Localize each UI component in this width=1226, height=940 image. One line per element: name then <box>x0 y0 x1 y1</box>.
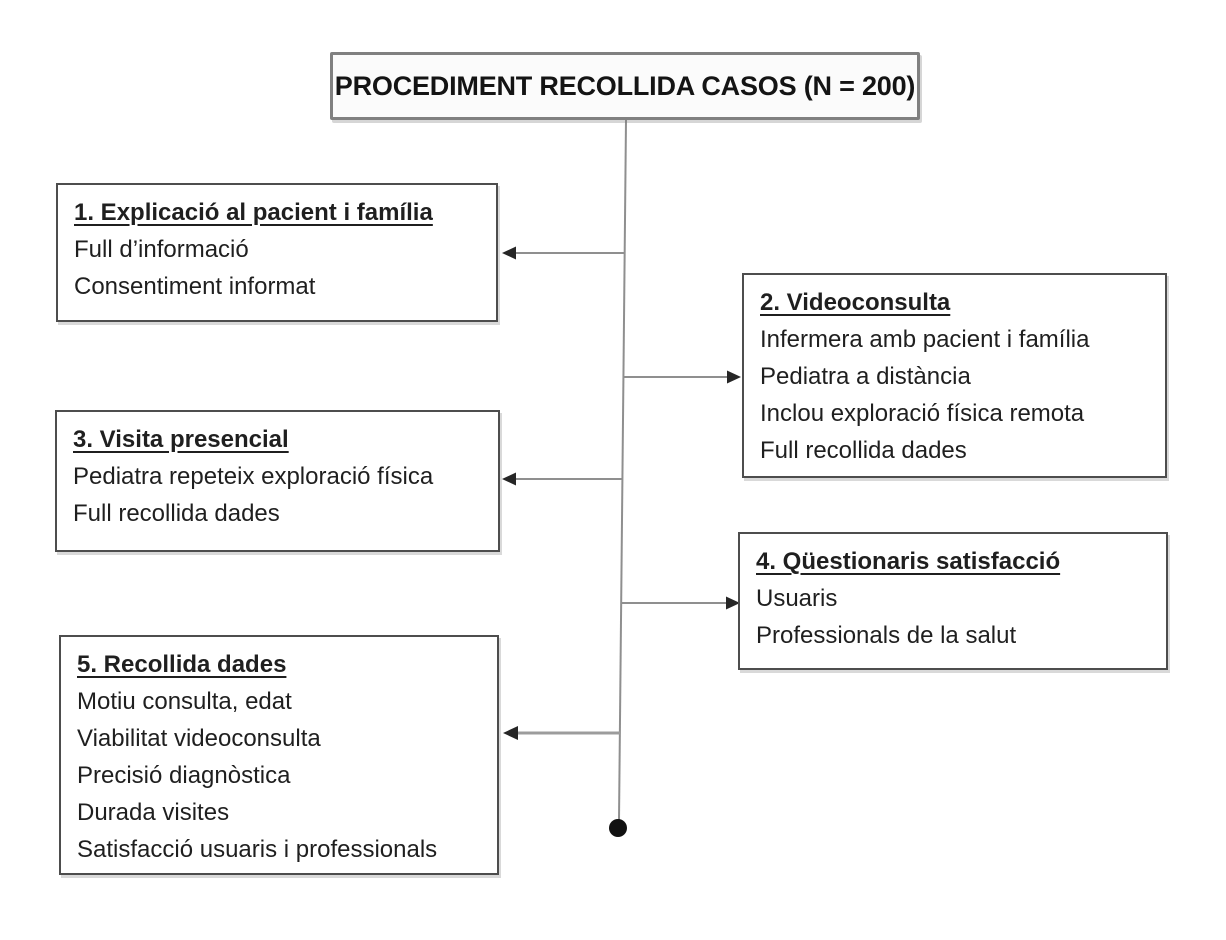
step-2-item: Full recollida dades <box>760 437 967 464</box>
arrowhead-step3 <box>502 472 516 486</box>
arrowhead-step2 <box>727 370 741 384</box>
step-2-item: Pediatra a distància <box>760 363 971 390</box>
spine-line <box>618 119 627 821</box>
step-2-item: Inclou exploració física remota <box>760 400 1085 427</box>
step-5-item: Motiu consulta, edat <box>77 688 292 715</box>
step-5-item: Viabilitat videoconsulta <box>77 725 321 752</box>
step-5-item: Satisfacció usuaris i professionals <box>77 836 438 863</box>
step-1-item: Full d’informació <box>74 236 249 263</box>
step-5-item: Precisió diagnòstica <box>77 762 291 789</box>
arrowhead-step5 <box>503 726 518 740</box>
arrowhead-step1 <box>502 246 516 260</box>
step-4-title: 4. Qüestionaris satisfacció <box>756 548 1061 575</box>
step-box-3: 3. Visita presencial Pediatra repeteix e… <box>55 410 500 552</box>
root-box: PROCEDIMENT RECOLLIDA CASOS (N = 200) <box>330 52 920 120</box>
step-box-4: 4. Qüestionaris satisfacció Usuaris Prof… <box>738 532 1168 670</box>
step-2-title: 2. Videoconsulta <box>760 289 951 316</box>
terminator-dot <box>609 819 627 837</box>
step-4-item: Usuaris <box>756 585 838 612</box>
step-1-title: 1. Explicació al pacient i família <box>74 199 433 226</box>
arrowhead-step4 <box>726 596 740 610</box>
root-box-label: PROCEDIMENT RECOLLIDA CASOS (N = 200) <box>334 70 916 101</box>
step-box-2: 2. Videoconsulta Infermera amb pacient i… <box>742 273 1167 478</box>
step-2-item: Infermera amb pacient i família <box>760 326 1090 353</box>
step-box-5: 5. Recollida dades Motiu consulta, edat … <box>59 635 499 875</box>
step-1-item: Consentiment informat <box>74 273 316 300</box>
step-box-1: 1. Explicació al pacient i família Full … <box>56 183 498 322</box>
step-3-item: Full recollida dades <box>73 500 280 527</box>
step-3-item: Pediatra repeteix exploració física <box>73 463 434 490</box>
step-3-title: 3. Visita presencial <box>73 426 289 453</box>
step-5-item: Durada visites <box>77 799 230 826</box>
step-4-item: Professionals de la salut <box>756 622 1017 649</box>
step-5-title: 5. Recollida dades <box>77 651 287 678</box>
